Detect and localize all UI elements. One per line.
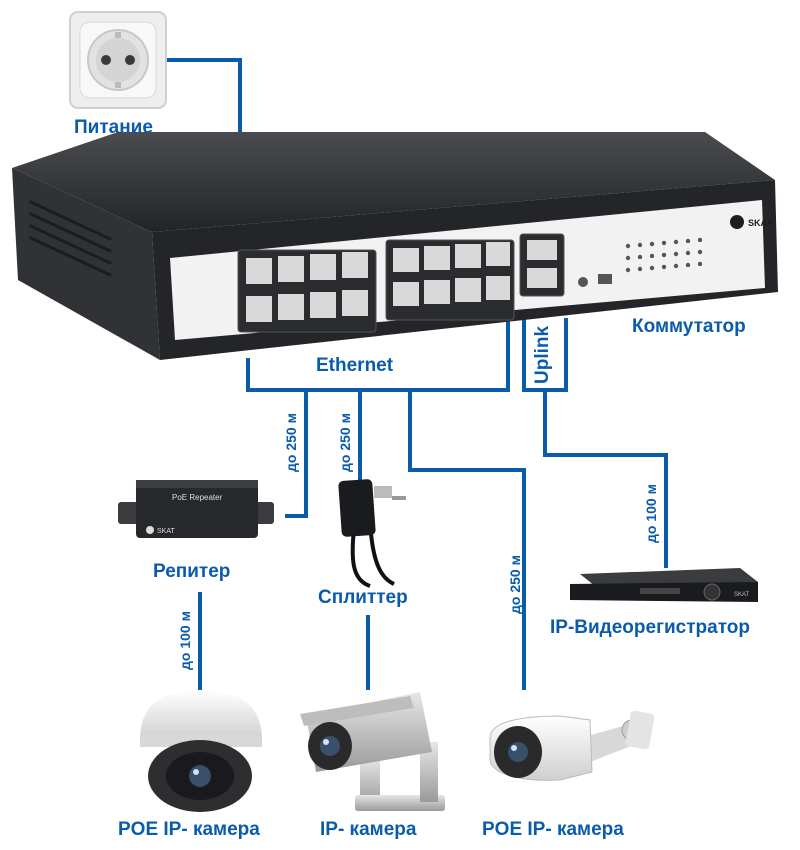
repeater-device-text: PoE Repeater (172, 493, 223, 502)
dome-distance-label: до 100 м (177, 611, 193, 670)
connection-lines (167, 58, 668, 690)
port-slots (246, 240, 557, 322)
nvr-line (543, 390, 668, 568)
splitter-label: Сплиттер (318, 587, 408, 608)
repeater-distance-label: до 250 м (283, 413, 299, 472)
power-label: Питание (74, 117, 153, 138)
switch-label: Коммутатор (632, 316, 746, 337)
poe-splitter (338, 479, 406, 588)
power-line (167, 58, 242, 150)
poe-dome-camera-1 (140, 690, 262, 812)
ip-bullet-camera (300, 692, 445, 811)
ip-camera-label: IP- камера (320, 819, 417, 840)
side-vents (28, 200, 112, 277)
repeater-label: Репитер (153, 561, 231, 582)
power-socket (69, 11, 167, 109)
repeater-brand-text: SKAT (157, 528, 175, 535)
uplink-label: Uplink (532, 325, 553, 384)
nvr-brand-text: SKAT (734, 592, 750, 598)
splitter-distance-label: до 250 м (337, 413, 353, 472)
nvr-label: IP-Видеорегистратор (550, 617, 750, 638)
socket-hole-right (125, 55, 135, 65)
poe-camera-1-label: POE IP- камера (118, 819, 260, 840)
socket-hole-left (101, 55, 111, 65)
nvr-distance-label: до 100 м (643, 484, 659, 543)
nvr-recorder: SKAT (570, 568, 758, 602)
brand-logo (730, 215, 744, 229)
repeater-line (285, 390, 308, 518)
ethernet-bracket (246, 318, 510, 392)
poe-repeater: PoE Repeater SKAT (118, 480, 274, 538)
status-leds (578, 237, 703, 287)
poe-bullet-camera-2 (489, 710, 655, 781)
ethernet-label: Ethernet (316, 355, 394, 376)
network-switch: SKAT (12, 132, 778, 360)
camera-distance-label: до 250 м (507, 555, 523, 614)
poe-camera-2-label: POE IP- камера (482, 819, 624, 840)
switch-brand-text: SKAT (748, 218, 772, 228)
camera2-line (408, 390, 526, 690)
